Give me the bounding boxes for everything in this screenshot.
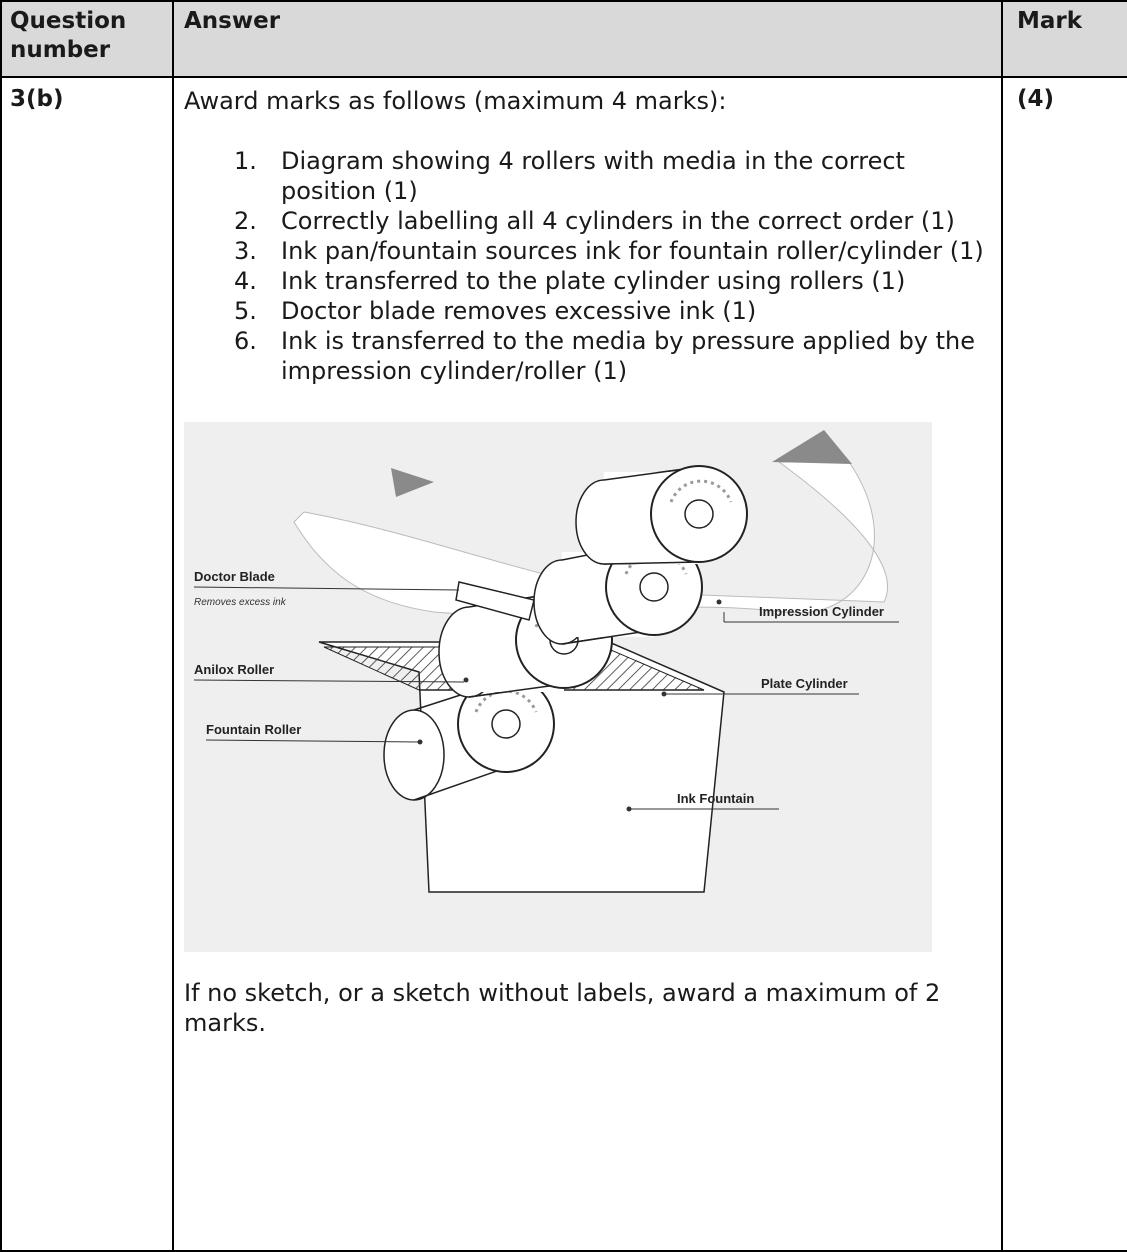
mark-cell: (4) [1001,76,1127,1252]
leader-lines [193,586,899,810]
leader-dots [417,599,722,812]
list-item-text: Ink pan/fountain sources ink for fountai… [281,237,984,265]
header-mark: Mark [1001,0,1127,78]
label-impression-cylinder: Impression Cylinder [759,604,884,619]
list-item: 2. Correctly labelling all 4 cylinders in… [234,206,1001,236]
list-item-text: Correctly labelling all 4 cylinders in t… [281,207,955,235]
list-item-number: 5. [234,297,257,325]
media-direction-arrow-right [772,430,852,464]
list-item-text: Ink is transferred to the media by press… [281,327,976,385]
list-item-number: 6. [234,327,257,355]
flexographic-press-diagram: Doctor Blade Removes excess ink Anilox R… [184,422,932,952]
label-ink-fountain: Ink Fountain [677,791,754,806]
list-item: 4. Ink transferred to the plate cylinder … [234,266,1001,296]
list-item: 1. Diagram showing 4 rollers with media i… [234,146,1001,206]
list-item-number: 2. [234,207,257,235]
question-number-cell: 3(b) [0,76,174,1252]
doctor-blade [455,581,535,621]
table-header-row: Question number Answer Mark [0,0,1127,78]
list-item: 3. Ink pan/fountain sources ink for fount… [234,236,1001,266]
label-doctor-blade: Doctor Blade [194,569,275,584]
header-question-number: Question number [0,0,174,78]
list-item: 6. Ink is transferred to the media by pre… [234,326,1001,386]
label-plate-cylinder: Plate Cylinder [761,676,848,691]
list-item: 5. Doctor blade removes excessive ink (1) [234,296,1001,326]
marking-note: If no sketch, or a sketch without labels… [184,979,941,1037]
answer-cell: Award marks as follows (maximum 4 marks)… [172,76,1003,1252]
list-item-text: Doctor blade removes excessive ink (1) [281,297,757,325]
list-item-number: 1. [234,147,257,175]
impression-cylinder [575,465,748,565]
table-row: 3(b) Award marks as follows (maximum 4 m… [0,76,1127,1252]
answer-intro: Award marks as follows (maximum 4 marks)… [184,87,727,115]
list-item-text: Diagram showing 4 rollers with media in … [281,147,905,205]
criteria-list: 1. Diagram showing 4 rollers with media i… [184,146,1001,386]
list-item-text: Ink transferred to the plate cylinder us… [281,267,906,295]
header-answer: Answer [172,0,1003,78]
fountain-roller [383,675,555,801]
label-doctor-blade-sub: Removes excess ink [194,597,287,608]
label-anilox-roller: Anilox Roller [194,662,274,677]
label-fountain-roller: Fountain Roller [206,722,301,737]
press-diagram-svg: Doctor Blade Removes excess ink Anilox R… [193,430,899,893]
list-item-number: 4. [234,267,257,295]
list-item-number: 3. [234,237,257,265]
media-direction-arrow-left [391,468,434,497]
